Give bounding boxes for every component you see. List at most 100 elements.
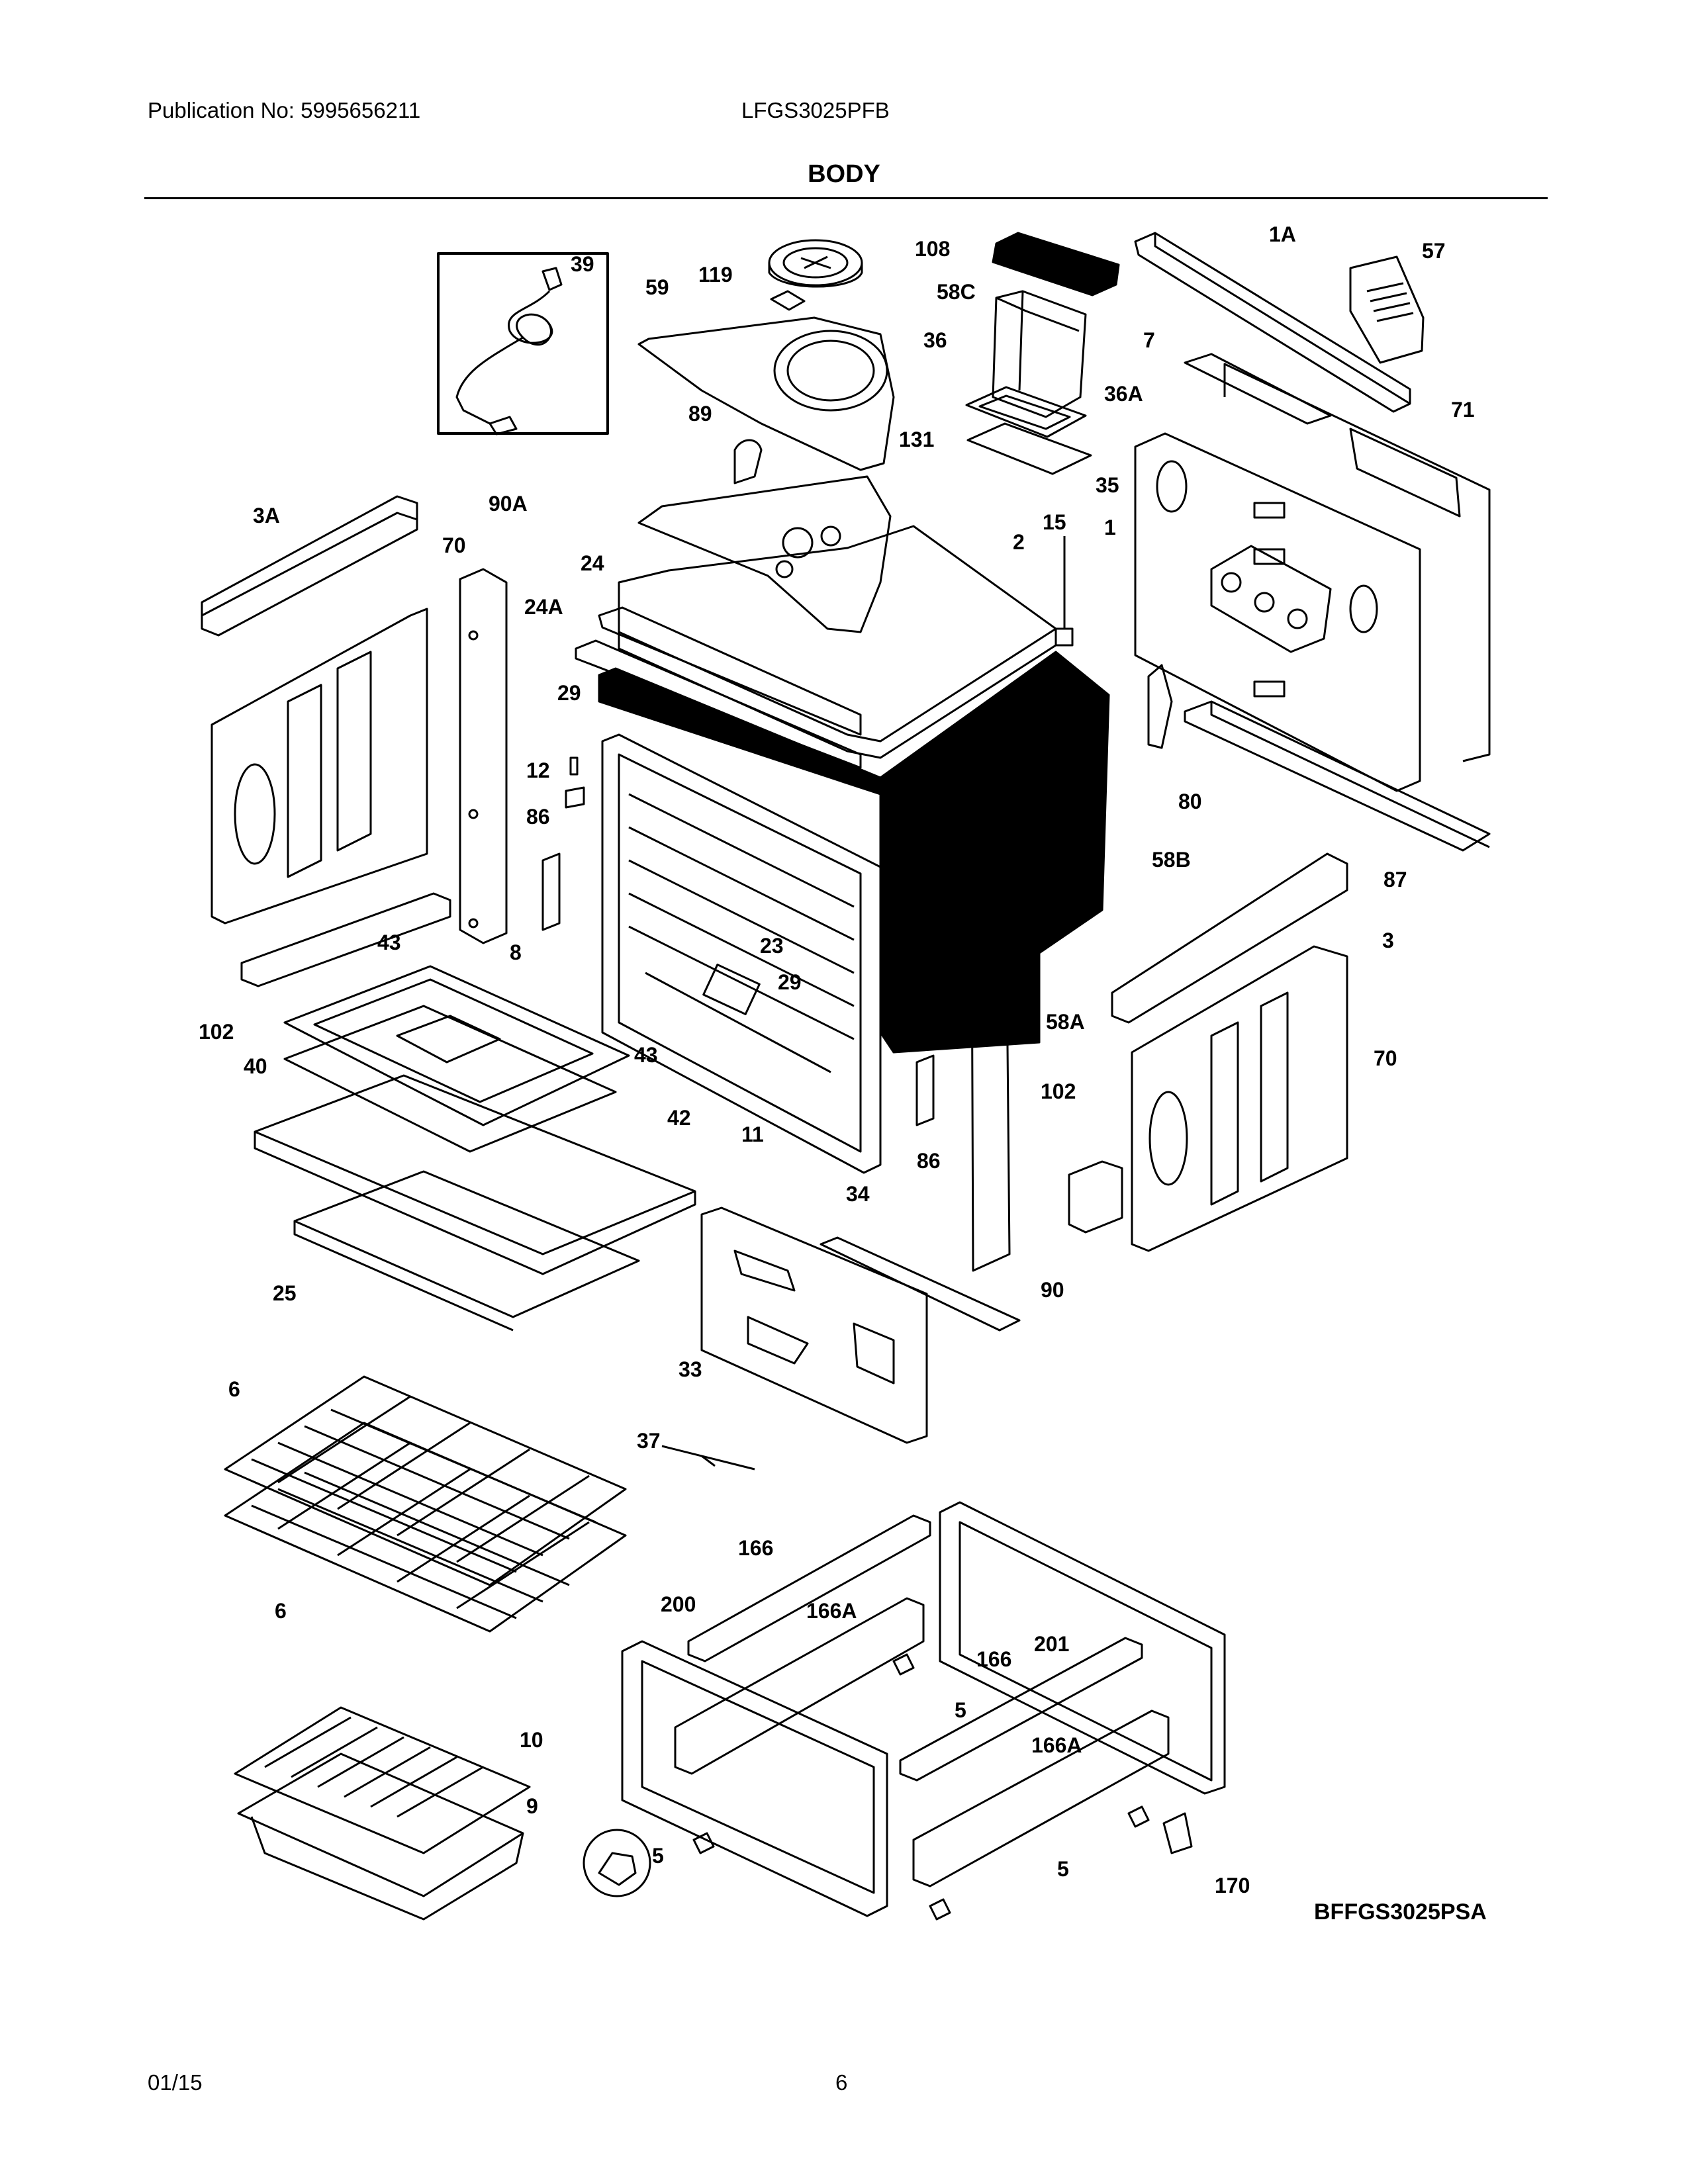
callout-201: 201	[1034, 1632, 1069, 1656]
callout-29: 29	[778, 970, 802, 994]
heat-shield	[637, 475, 892, 633]
callout-3: 3	[1382, 929, 1394, 952]
callout-33: 33	[679, 1357, 702, 1381]
rear-panel-71	[1223, 363, 1491, 762]
rear-access-cover	[1349, 255, 1425, 364]
front-frame-24	[598, 606, 862, 736]
left-side-panel	[211, 608, 428, 925]
bottom-panel-25	[293, 1170, 640, 1332]
part-40	[283, 1005, 617, 1153]
front-base-frame	[621, 1640, 888, 1917]
callout-58b: 58B	[1152, 848, 1191, 872]
callout-5: 5	[652, 1844, 664, 1868]
diagram-reference: BFFGS3025PSA	[1314, 1899, 1487, 1925]
callout-166: 166	[976, 1647, 1011, 1671]
insulation-block-58c	[992, 232, 1120, 296]
callout-24a: 24A	[524, 595, 563, 619]
callout-15: 15	[1043, 510, 1066, 534]
base-rail-166-lower	[899, 1637, 1143, 1782]
right-top-channel	[1111, 852, 1348, 1024]
bracket-86b	[915, 1054, 935, 1126]
base-rail-166-upper	[687, 1514, 931, 1662]
callout-86: 86	[917, 1149, 941, 1173]
callout-40: 40	[244, 1054, 267, 1078]
callout-35: 35	[1096, 473, 1119, 497]
leveling-leg-d	[929, 1898, 951, 1921]
callout-1a: 1A	[1269, 222, 1296, 246]
callout-39: 39	[571, 252, 594, 276]
callout-6: 6	[275, 1599, 287, 1623]
fan-shroud	[637, 316, 895, 471]
rear-base-frame	[939, 1501, 1226, 1795]
callout-36a: 36A	[1104, 382, 1143, 406]
callout-9: 9	[526, 1794, 538, 1818]
callout-166a: 166A	[1031, 1733, 1082, 1757]
rear-top-channel	[1134, 232, 1411, 413]
callout-2: 2	[1013, 530, 1025, 554]
callout-119: 119	[698, 263, 733, 287]
base-rail-166a-upper	[674, 1597, 925, 1775]
part-37	[661, 1445, 755, 1471]
duct-gasket-36a	[965, 386, 1087, 438]
oven-insulation-wrap	[598, 651, 1110, 1054]
model-number: LFGS3025PFB	[741, 98, 890, 122]
left-bottom-strip-102	[240, 892, 451, 987]
anti-tip-bracket	[1162, 1812, 1193, 1854]
leveling-leg-b	[892, 1653, 915, 1676]
screw-29a	[569, 756, 579, 776]
callout-70: 70	[1374, 1046, 1397, 1070]
callout-3a: 3A	[253, 504, 280, 527]
callout-10: 10	[520, 1728, 543, 1752]
right-bottom-strip-102	[1068, 1160, 1123, 1234]
right-side-panel	[1131, 945, 1348, 1252]
callout-58c: 58C	[937, 280, 976, 304]
storage-drawer-back-panel	[700, 1206, 928, 1444]
callout-89: 89	[688, 402, 712, 426]
callout-87: 87	[1383, 868, 1407, 891]
side-trim-90a	[459, 568, 508, 944]
bracket-80	[1147, 664, 1173, 749]
callout-57: 57	[1422, 239, 1446, 263]
callout-166: 166	[738, 1536, 773, 1560]
callout-36: 36	[923, 328, 947, 352]
callout-108: 108	[915, 237, 950, 261]
callout-70: 70	[442, 533, 466, 557]
broiler-pan	[237, 1752, 524, 1921]
base-rail-166a-lower	[912, 1709, 1170, 1888]
callout-37: 37	[637, 1429, 661, 1453]
convection-fan-motor	[768, 239, 863, 288]
callout-23: 23	[760, 934, 784, 958]
callout-29: 29	[557, 681, 581, 705]
callout-6: 6	[228, 1377, 240, 1401]
side-trim-90	[970, 905, 1011, 1272]
vent-duct	[992, 290, 1087, 418]
title-rule	[144, 197, 1548, 199]
callout-8: 8	[510, 940, 522, 964]
callout-12: 12	[526, 758, 550, 782]
drawer-track-34	[820, 1236, 1021, 1332]
callout-58a: 58A	[1046, 1010, 1085, 1034]
callout-166a: 166A	[806, 1599, 857, 1623]
power-cord-inset	[437, 252, 609, 435]
leveling-leg-c	[1127, 1805, 1150, 1828]
callout-1: 1	[1104, 516, 1116, 539]
part-12	[565, 786, 585, 809]
callout-11: 11	[741, 1122, 764, 1146]
bracket-7	[1184, 353, 1332, 425]
callout-200: 200	[661, 1592, 696, 1616]
page-title: BODY	[808, 160, 880, 188]
callout-102: 102	[199, 1020, 234, 1044]
callout-170: 170	[1215, 1874, 1250, 1897]
callout-71: 71	[1451, 398, 1475, 422]
limit-switch-89	[733, 439, 763, 484]
callout-42: 42	[667, 1106, 691, 1130]
callout-5: 5	[1057, 1857, 1069, 1881]
front-frame-24a	[575, 639, 862, 769]
footer-date: 01/15	[148, 2070, 203, 2095]
leveling-leg-inset	[583, 1829, 651, 1897]
callout-102: 102	[1041, 1079, 1076, 1103]
callout-34: 34	[846, 1182, 870, 1206]
callout-131: 131	[899, 428, 934, 451]
